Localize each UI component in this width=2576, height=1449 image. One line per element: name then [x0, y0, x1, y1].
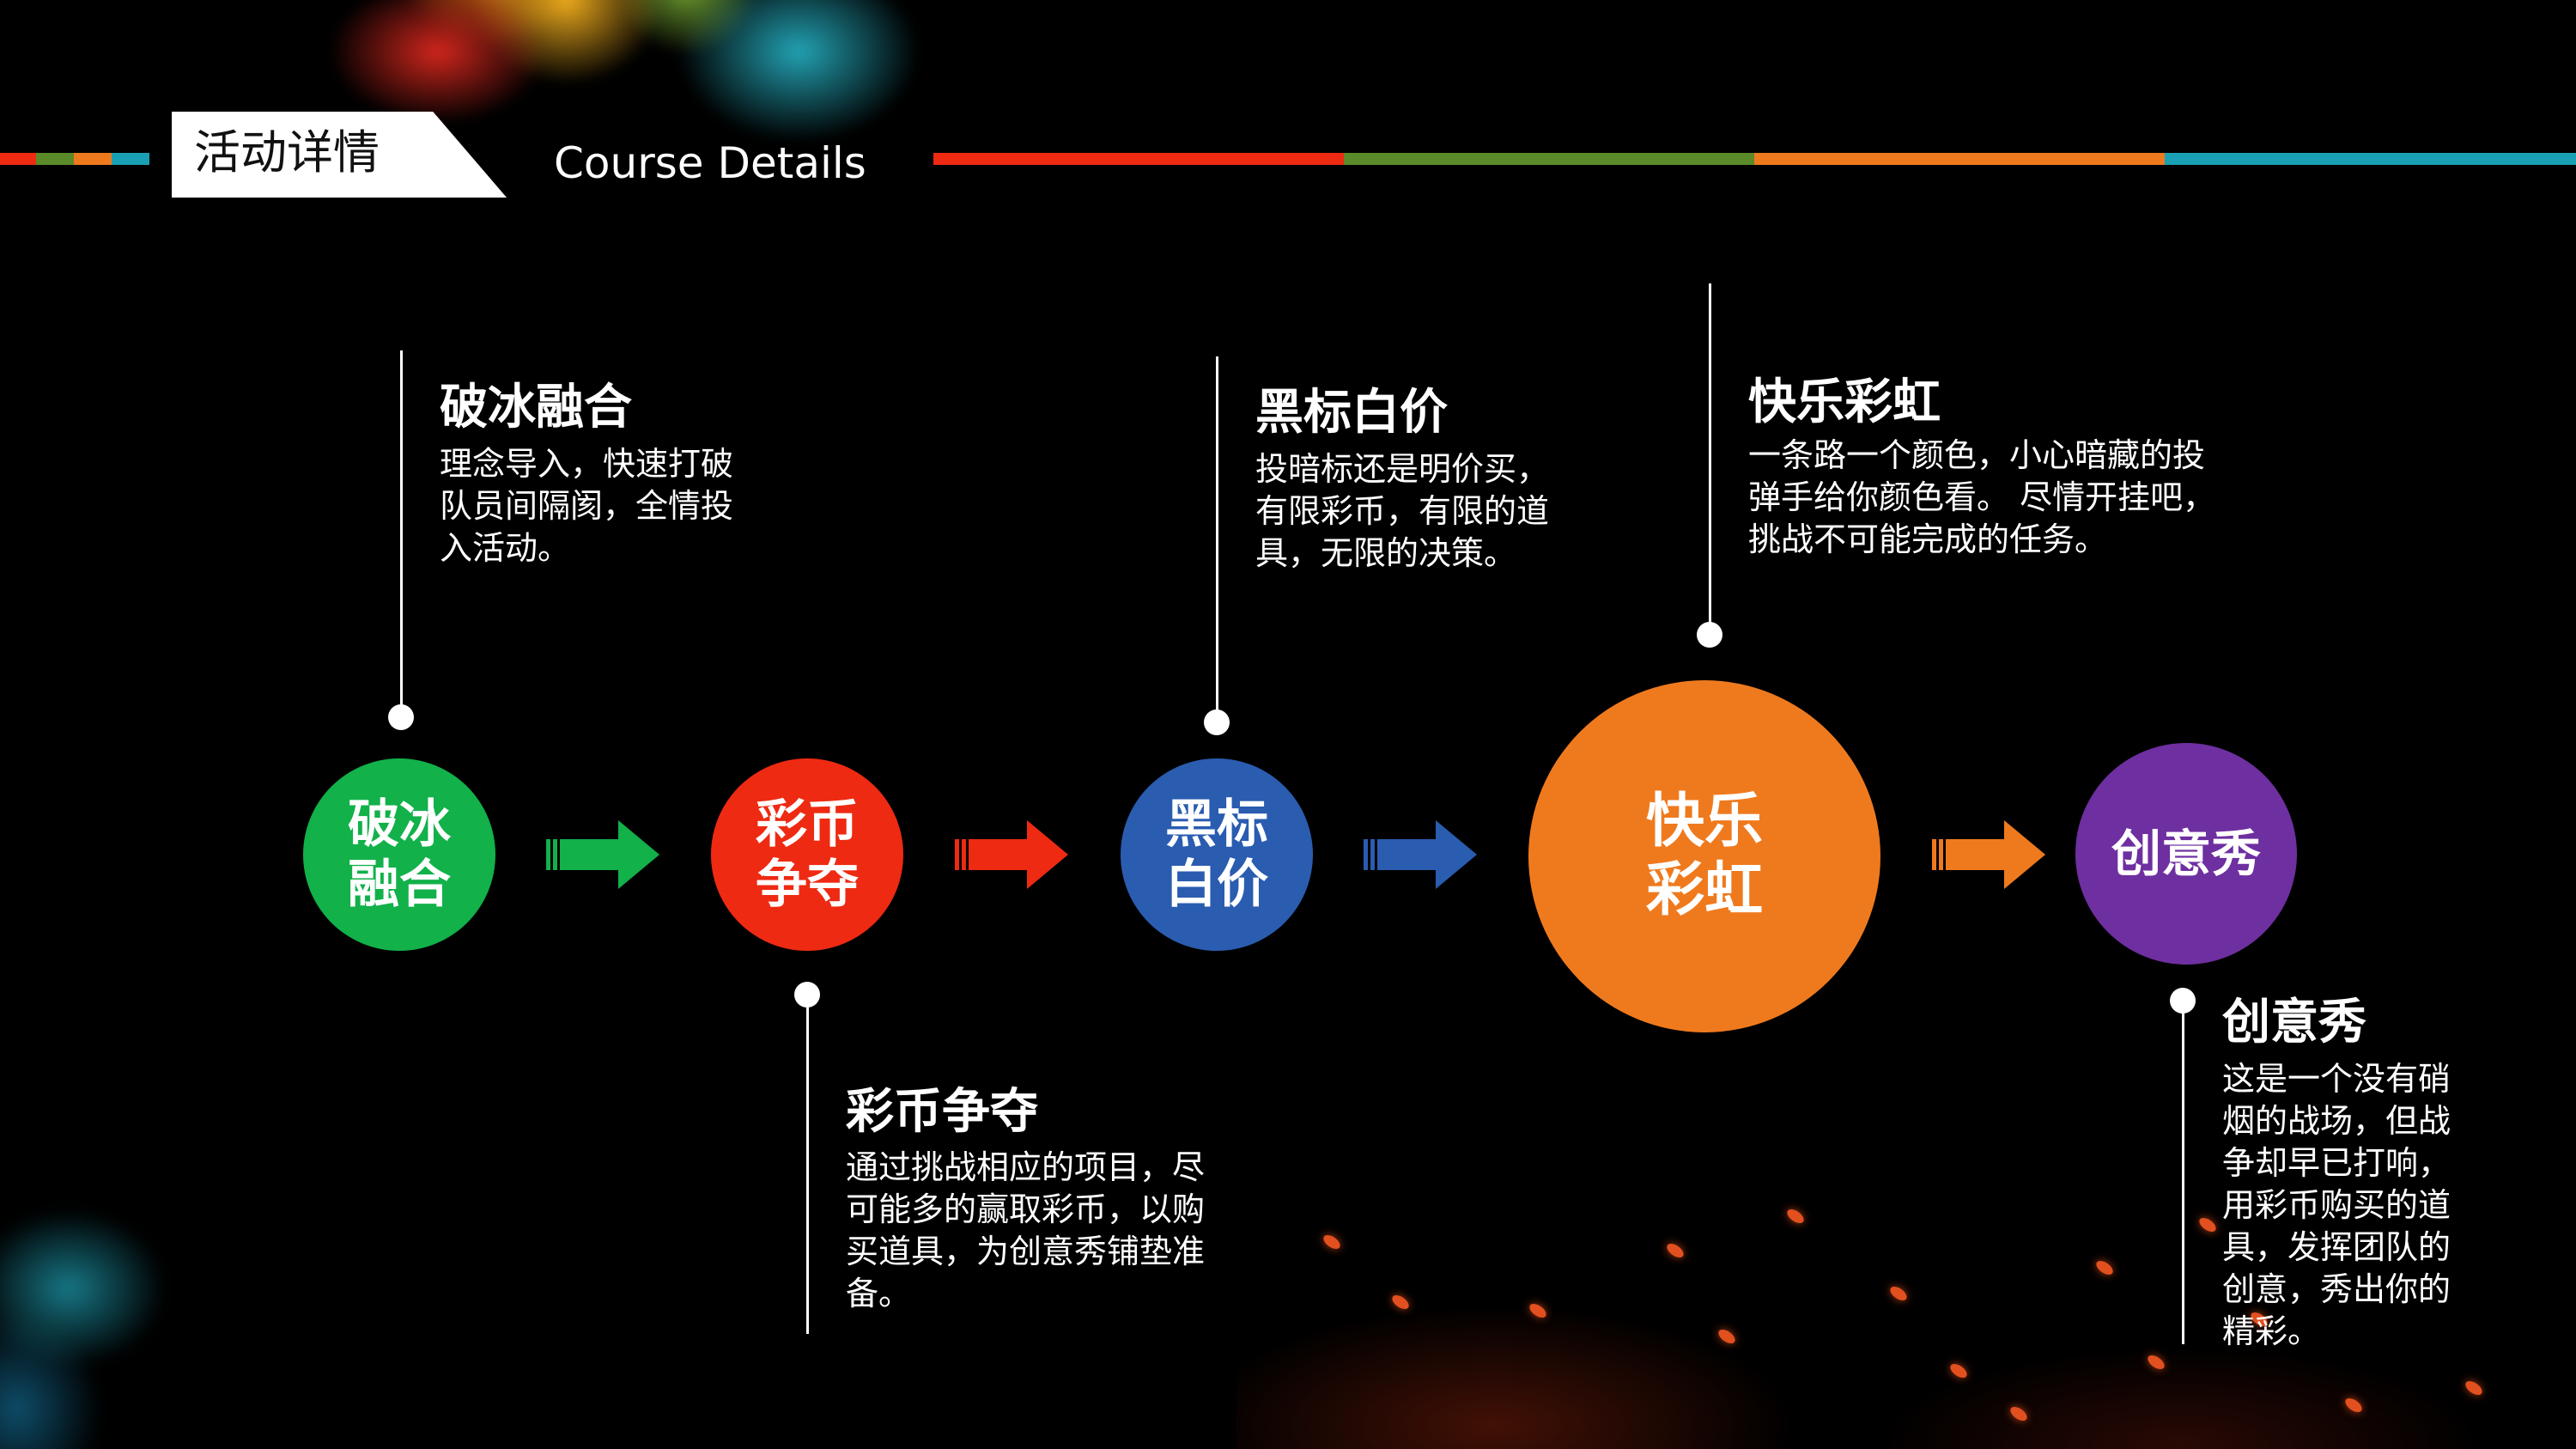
arrow-right-icon: [1932, 820, 2045, 889]
step-desc-line: 争却早已打响，: [2222, 1144, 2451, 1182]
step-circle-label: 快乐: [1645, 788, 1763, 855]
step-circle-3: 黑标 白价: [1121, 758, 1313, 951]
step-desc-line: 这是一个没有硝: [2222, 1060, 2451, 1098]
step-circle-label: 破冰: [348, 795, 451, 855]
page-subtitle: Course Details: [554, 138, 866, 188]
step-desc-line: 入活动。: [440, 529, 571, 567]
step-heading-3: 黑标白价: [1255, 385, 1448, 441]
step-desc-2: 通过挑战相应的项目，尽 可能多的赢取彩币，以购 买道具，为创意秀铺垫准 备。: [846, 1147, 1205, 1315]
connector-line-4: [1709, 283, 1711, 636]
ember-decoration: [1236, 1185, 2576, 1449]
step-circle-label: 彩币: [756, 795, 859, 855]
arrow-right-icon: [1364, 820, 1477, 889]
page-title: 活动详情: [194, 125, 380, 180]
step-desc-line: 一条路一个颜色，小心暗藏的投: [1748, 436, 2206, 474]
step-desc-line: 投暗标还是明价买，: [1255, 450, 1550, 488]
step-desc-line: 创意，秀出你的: [2222, 1270, 2451, 1308]
header-stripe-teal: [2165, 153, 2576, 165]
step-desc-line: 精彩。: [2222, 1312, 2321, 1350]
step-desc-line: 具，无限的决策。: [1255, 534, 1517, 572]
connector-dot-3: [1204, 709, 1230, 735]
step-circle-1: 破冰 融合: [303, 758, 495, 951]
step-desc-line: 具，发挥团队的: [2222, 1228, 2451, 1266]
step-desc-5: 这是一个没有硝 烟的战场，但战 争却早已打响， 用彩币购买的道 具，发挥团队的 …: [2222, 1058, 2451, 1353]
step-desc-line: 有限彩币，有限的道: [1255, 492, 1550, 530]
step-desc-line: 挑战不可能完成的任务。: [1748, 521, 2108, 558]
header-stripe-orange-left: [74, 153, 112, 165]
step-desc-line: 备。: [846, 1275, 912, 1312]
connector-dot-1: [388, 704, 414, 730]
step-circle-label: 彩虹: [1645, 856, 1763, 924]
step-desc-line: 可能多的赢取彩币，以购: [846, 1190, 1206, 1228]
step-heading-5: 创意秀: [2222, 995, 2366, 1050]
step-desc-line: 队员间隔阂，全情投: [440, 487, 734, 525]
step-desc-line: 弹手给你颜色看。 尽情开挂吧，: [1748, 478, 2216, 516]
step-desc-line: 通过挑战相应的项目，尽: [846, 1148, 1206, 1186]
header-stripe-olive-left: [36, 153, 74, 165]
step-heading-4: 快乐彩虹: [1748, 374, 1941, 430]
step-heading-2: 彩币争夺: [846, 1084, 1038, 1140]
step-circle-label: 创意秀: [2111, 825, 2261, 883]
step-desc-1: 理念导入，快速打破 队员间隔阂，全情投 入活动。: [440, 443, 733, 569]
step-circle-2: 彩币 争夺: [711, 758, 903, 951]
step-circle-label: 白价: [1165, 855, 1268, 915]
header-stripe-teal-left: [112, 153, 149, 165]
step-desc-line: 买道具，为创意秀铺垫准: [846, 1233, 1206, 1270]
step-circle-4: 快乐 彩虹: [1528, 680, 1880, 1032]
step-circle-label: 融合: [348, 855, 451, 915]
header-stripe-orange: [1754, 153, 2165, 165]
step-desc-line: 烟的战场，但战: [2222, 1102, 2451, 1140]
connector-line-1: [400, 350, 403, 715]
paint-splash-decoration-left: [0, 1185, 292, 1449]
step-desc-4: 一条路一个颜色，小心暗藏的投 弹手给你颜色看。 尽情开挂吧， 挑战不可能完成的任…: [1748, 435, 2215, 561]
step-desc-line: 用彩币购买的道: [2222, 1186, 2451, 1224]
step-desc-line: 理念导入，快速打破: [440, 445, 734, 483]
step-desc-3: 投暗标还是明价买， 有限彩币，有限的道 具，无限的决策。: [1255, 448, 1549, 575]
header-stripe-red-left: [0, 153, 36, 165]
connector-dot-4: [1697, 622, 1722, 648]
arrow-right-icon: [546, 820, 659, 889]
connector-line-3: [1216, 356, 1218, 721]
connector-line-2: [806, 995, 809, 1334]
step-circle-label: 争夺: [756, 855, 859, 915]
header-stripe-olive: [1344, 153, 1754, 165]
step-heading-1: 破冰融合: [440, 380, 632, 435]
step-circle-label: 黑标: [1165, 795, 1268, 855]
arrow-right-icon: [955, 820, 1068, 889]
step-circle-5: 创意秀: [2075, 743, 2297, 965]
header-stripe-red: [933, 153, 1344, 165]
connector-line-5: [2182, 1001, 2184, 1344]
